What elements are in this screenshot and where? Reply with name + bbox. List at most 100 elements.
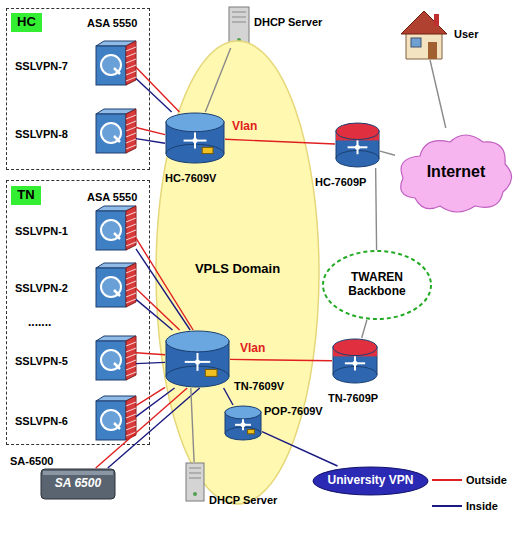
text-holder: ASA 5550 [87,187,137,205]
node-label: University VPN [327,474,413,488]
link-line [380,151,395,155]
rp-shape [332,338,378,384]
node-label: SSLVPN-2 [15,282,68,294]
node-label: Internet [427,163,486,181]
router-icon: HC-7609P [335,122,380,168]
site-tag: HC [11,13,42,32]
user-house: User [400,8,448,60]
server-icon: DHCP Server [185,462,205,502]
link-line [375,168,377,250]
text-holder: Internet [395,128,517,216]
fw-shape [96,336,136,380]
firewall-icon: SSLVPN-1 [96,206,136,250]
text-holder: HC-7609V [165,168,216,186]
rv-shape [224,405,262,441]
firewall-icon: SSLVPN-6 [96,396,136,440]
node-label: ASA 5550 [87,17,137,29]
vpn-ellipse: University VPN [312,466,429,496]
site-group: HC SSLVPN-7SSLVPN-8 ASA 5550 [6,8,150,170]
text-holder: POP-7609V [264,401,323,419]
vpls-domain: HC-7609V TN-7609V POP-7609V VPLS Domain [155,40,320,505]
firewall-icon: SSLVPN-5 [96,336,136,380]
internet-cloud: Internet [395,128,517,216]
edge-label-holder: Vlan [240,338,265,356]
legend-swatch [432,475,466,485]
link-line [136,67,179,112]
text-holder: SSLVPN-6 [15,411,68,429]
text-holder: SA-6500 [10,451,53,469]
node-label: HC [17,15,36,30]
node-label: TN [17,188,34,203]
vpn-appliance: SA-6500SA 6500 [40,468,116,500]
node-label: VPLS Domain [195,262,280,277]
text-holder: User [454,24,478,42]
text-holder: HC-7609P [315,172,366,190]
link-line [136,127,165,134]
node-label: SSLVPN-5 [15,355,68,367]
text-holder: SSLVPN-7 [15,56,68,74]
srv-shape [185,462,205,502]
house-shape [400,8,448,60]
node-label: HC-7609P [315,176,366,188]
node-label: SA-6500 [10,455,53,467]
link-line [136,388,175,417]
ellipsis-label: ....... [28,315,51,329]
node-label: HC-7609V [165,172,216,184]
text-holder: SA 6500 [40,468,116,500]
router-icon: TN-7609V [165,330,230,388]
fw-shape [96,109,136,153]
node-label: SSLVPN-7 [15,60,68,72]
link-line [96,388,187,468]
text-holder: TN-7609V [234,376,284,394]
rv-shape [165,330,230,388]
text-holder: VPLS Domain [155,262,320,277]
text-holder: ASA 5550 [87,13,137,31]
site-tag: TN [11,186,41,205]
text-holder: SSLVPN-8 [15,124,68,142]
node-label: DHCP Server [254,16,322,28]
backbone-ellipse: TWAREN Backbone [322,250,432,320]
vlan-label: Vlan [240,341,265,355]
text-holder: TN [11,186,41,205]
text-holder: HC [11,13,42,32]
text-holder: DHCP Server [254,12,322,30]
node-label: SSLVPN-6 [15,415,68,427]
link-line [136,362,165,363]
link-line [362,320,367,338]
site-group: TN SSLVPN-1SSLVPN-2SSLVPN-5SSLVPN-6 ASA 55… [6,180,150,445]
device-label: SA 6500 [55,477,101,491]
rp-shape [335,122,380,168]
firewall-icon: SSLVPN-2 [96,263,136,307]
text-holder: University VPN [312,466,429,496]
link-line [430,60,446,128]
fw-shape [96,206,136,250]
text-holder: SSLVPN-1 [15,221,68,239]
node-label: TN-7609P [328,392,378,404]
node-label: SSLVPN-1 [15,225,68,237]
link-line [136,78,172,112]
node-label: SSLVPN-8 [15,128,68,140]
link-line [136,387,165,405]
text-holder: SSLVPN-5 [15,351,68,369]
vlan-label: Vlan [232,119,257,133]
router-icon: HC-7609V [165,112,225,164]
node-label: User [454,28,478,40]
router-icon: TN-7609P [332,338,378,384]
node-label: TN-7609V [234,380,284,392]
node-label: TWAREN Backbone [337,271,417,299]
text-holder: TWAREN Backbone [322,250,432,320]
edge-label-holder: Vlan [232,116,257,134]
text-holder: TN-7609P [328,388,378,406]
legend-entry: Inside [432,500,498,513]
legend-entry: Outside [432,474,507,487]
legend-text: Inside [466,500,498,513]
node-label: DHCP Server [209,494,277,506]
fw-shape [96,41,136,85]
node-label: POP-7609V [264,405,323,417]
legend-text: Outside [466,474,507,487]
firewall-icon: SSLVPN-7 [96,41,136,85]
fw-shape [96,396,136,440]
text-holder: DHCP Server [209,490,277,508]
